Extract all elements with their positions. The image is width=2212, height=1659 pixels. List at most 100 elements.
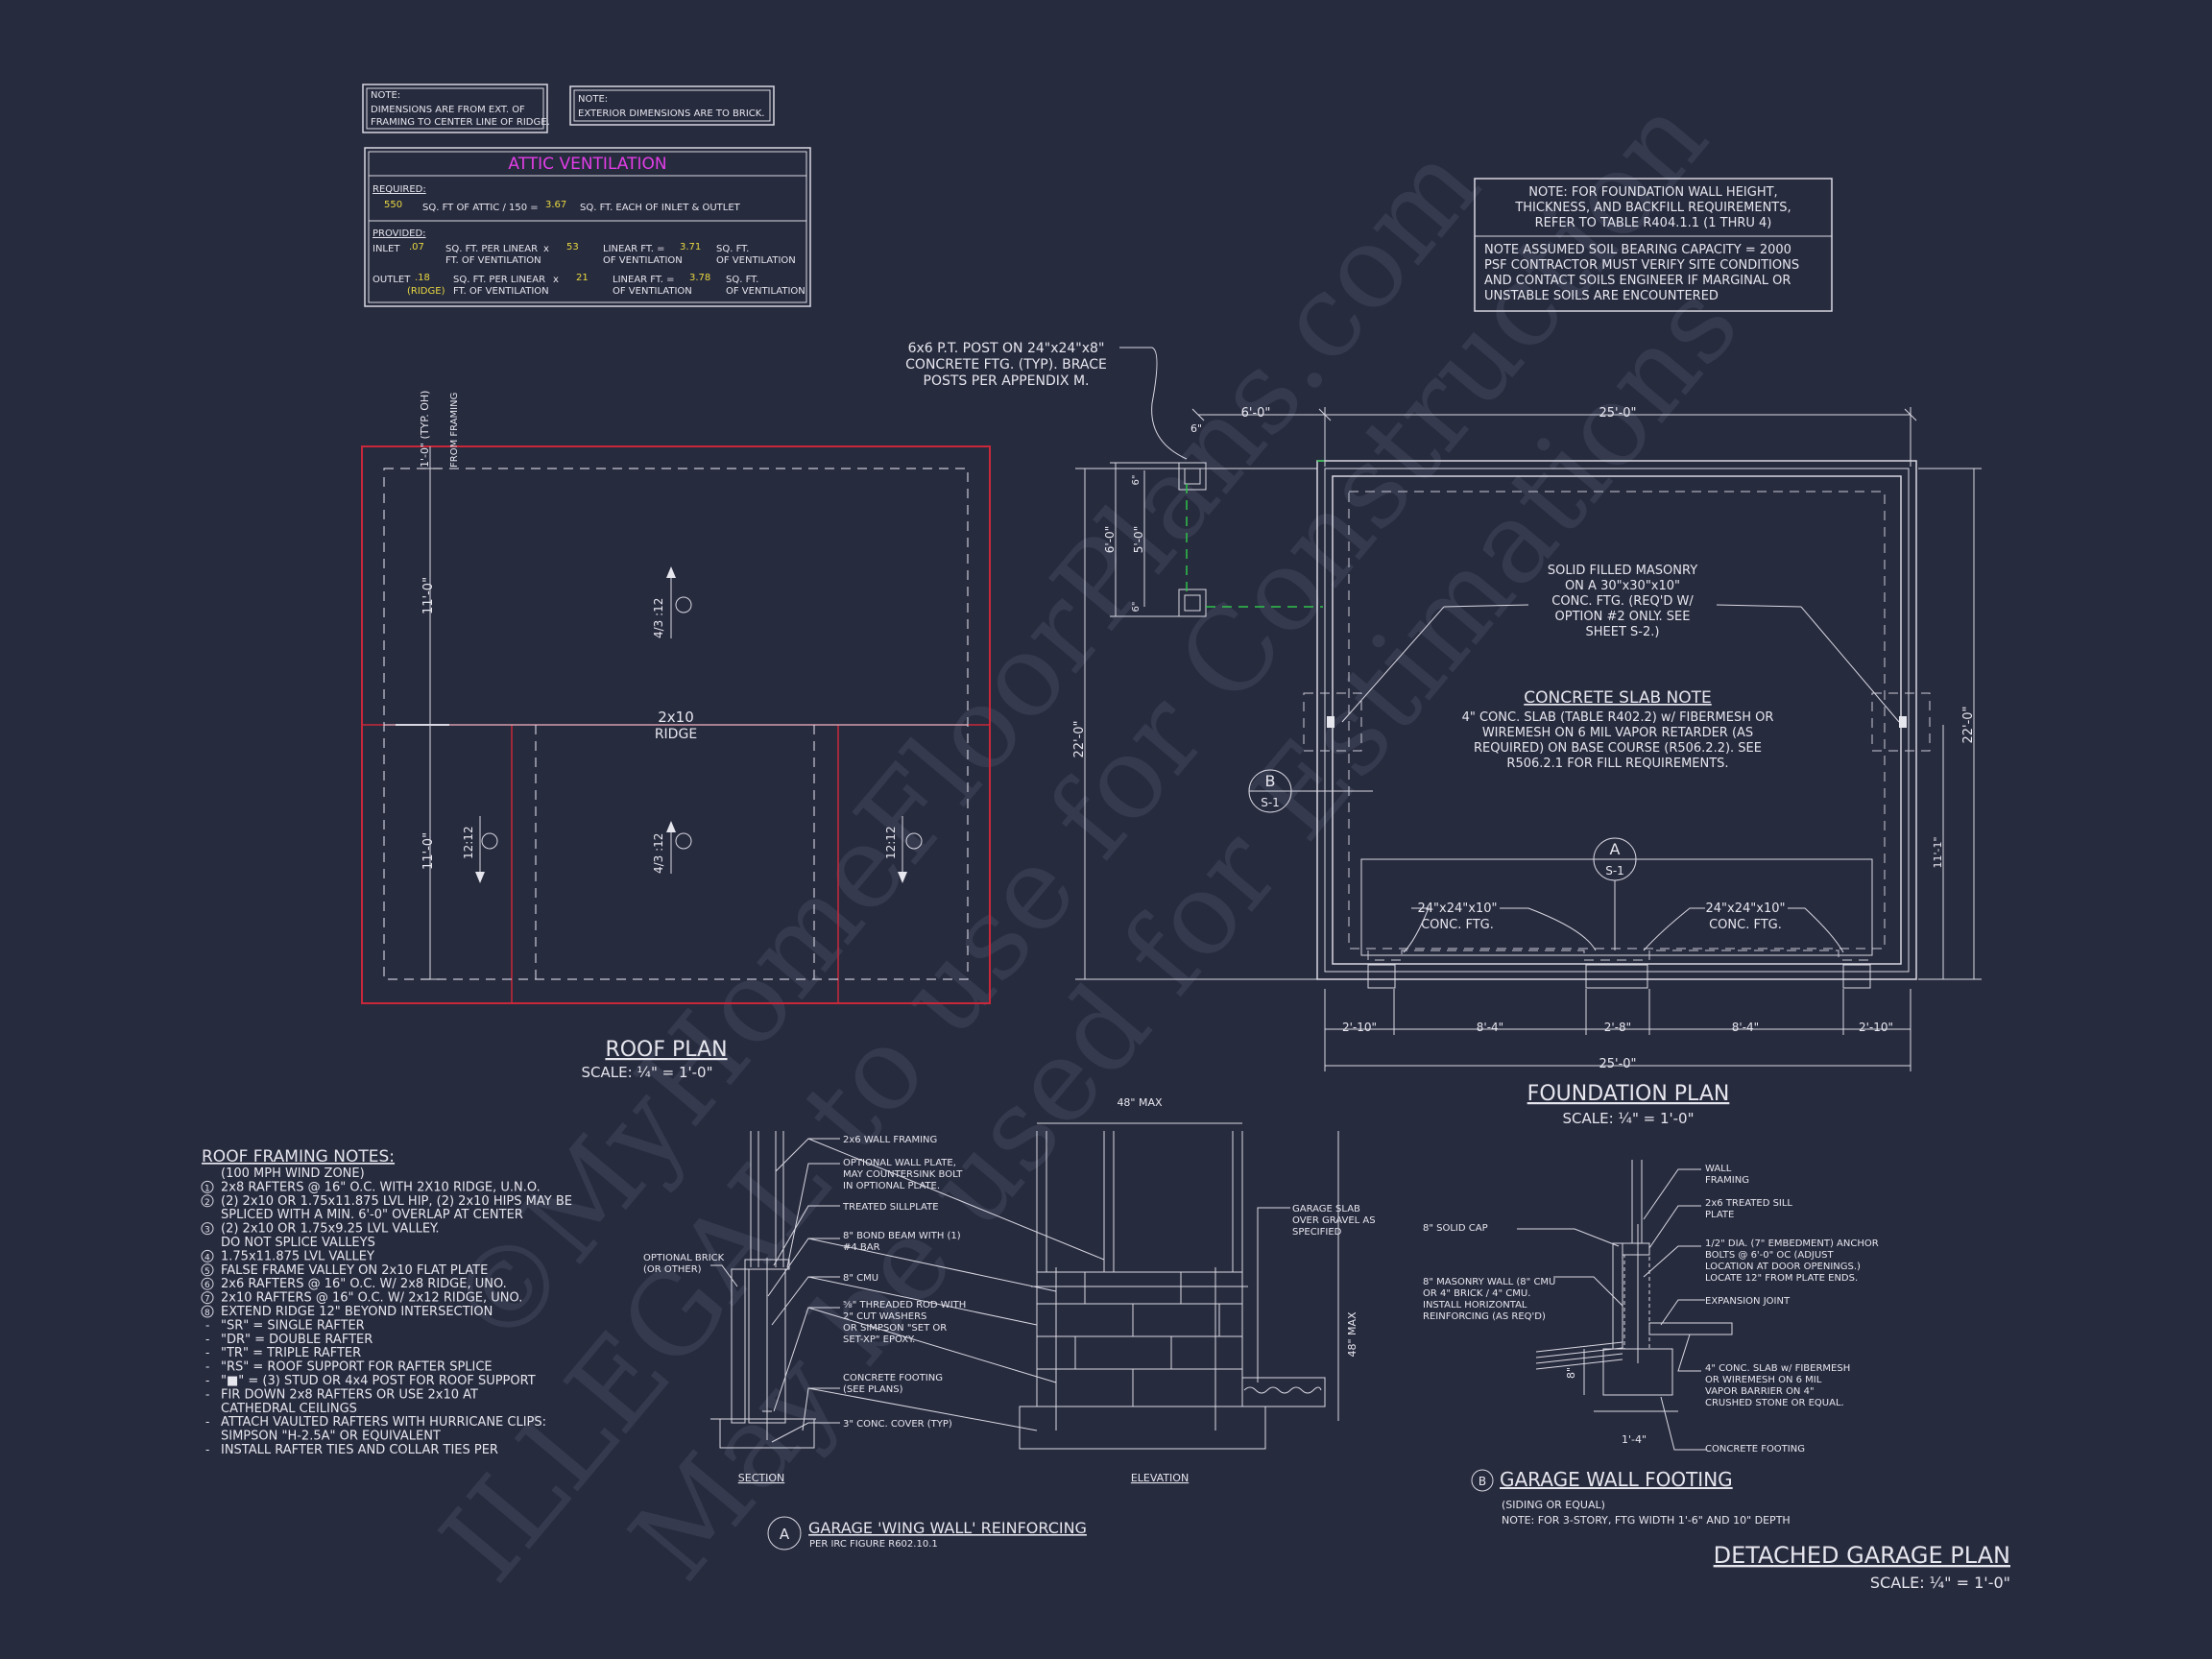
post-note-line3: POSTS PER APPENDIX M. <box>924 373 1090 389</box>
dim-22-right: 22'-0" <box>1961 706 1976 743</box>
foundation-height-line3: REFER TO TABLE R404.1.1 (1 THRU 4) <box>1535 216 1772 230</box>
footing-callout: PLATE <box>1705 1210 1734 1220</box>
attic-outlet-text2: FT. OF VENTILATION <box>453 286 549 297</box>
garage-slab-1: GARAGE SLAB <box>1292 1204 1360 1214</box>
attic-inlet-text5: SQ. FT. <box>716 244 749 254</box>
attic-inlet-len: 53 <box>566 242 579 252</box>
footing-callout: WALL <box>1705 1164 1732 1174</box>
note-marker: 1 <box>204 1184 210 1193</box>
roof-note-line: INSTALL RAFTER TIES AND COLLAR TIES PER <box>221 1443 498 1457</box>
note-marker: - <box>205 1333 209 1346</box>
ftg-right-1: 24"x24"x10" <box>1706 902 1786 916</box>
footing-callout: CONCRETE FOOTING <box>1705 1444 1805 1455</box>
slab-note-title: CONCRETE SLAB NOTE <box>1524 688 1712 708</box>
footing-callout: 4" CONC. SLAB w/ FIBERMESH <box>1705 1363 1850 1374</box>
attic-provided-label: PROVIDED: <box>373 228 426 239</box>
roof-note-line: "TR" = TRIPLE RAFTER <box>221 1346 361 1360</box>
masonry-note-1: SOLID FILLED MASONRY <box>1548 564 1697 578</box>
wing-wall-tag: A <box>780 1526 790 1543</box>
roof-note-line: 1.75x11.875 LVL VALLEY <box>221 1249 374 1263</box>
pitch-left: 12:12 <box>462 826 475 859</box>
note-marker: 4 <box>204 1253 210 1262</box>
wing-callout: TREATED SILLPLATE <box>842 1202 939 1213</box>
svg-text:x: x <box>543 244 549 254</box>
attic-req-text2: SQ. FT. EACH OF INLET & OUTLET <box>580 203 741 213</box>
footing-dim-8: 8" <box>1565 1367 1577 1379</box>
note-marker: - <box>205 1374 209 1387</box>
footing-callout: 8" SOLID CAP <box>1423 1223 1488 1234</box>
note-marker-circle <box>201 1249 214 1262</box>
roof-plan: 1'-0" (TYP. OH) FROM FRAMING 11'-0" 11'-… <box>361 391 991 1081</box>
note-marker: 6 <box>204 1281 210 1290</box>
tag-a-letter: A <box>1610 840 1621 858</box>
wing-wall-subtitle: PER IRC FIGURE R602.10.1 <box>809 1539 938 1550</box>
footing-callout: REINFORCING (AS REQ'D) <box>1423 1311 1546 1322</box>
pitch-arrow-center: 4/3 :12 <box>652 821 692 874</box>
soil-note-line1: NOTE ASSUMED SOIL BEARING CAPACITY = 200… <box>1484 243 1791 257</box>
wing-callout: #4 BAR <box>843 1242 880 1253</box>
wing-callout: 3" CONC. COVER (TYP) <box>843 1419 952 1430</box>
roof-note-line: SPLICED WITH A MIN. 6'-0" OVERLAP AT CEN… <box>221 1208 523 1222</box>
note-marker-circle <box>201 1305 214 1318</box>
garage-slab-3: SPECIFIED <box>1292 1227 1342 1238</box>
sheet-title-block: DETACHED GARAGE PLAN SCALE: ¼" = 1'-0" <box>1714 1542 2010 1592</box>
attic-outlet-text1: SQ. FT. PER LINEAR <box>453 275 545 285</box>
roof-plan-scale: SCALE: ¼" = 1'-0" <box>582 1064 713 1081</box>
roof-note-line: FALSE FRAME VALLEY ON 2x10 FLAT PLATE <box>221 1263 488 1278</box>
footing-callout: LOCATION AT DOOR OPENINGS.) <box>1705 1262 1861 1272</box>
foundation-plan-scale: SCALE: ¼" = 1'-0" <box>1563 1110 1695 1127</box>
attic-outlet-rate: .18 <box>415 273 430 283</box>
attic-ventilation-table: ATTIC VENTILATION REQUIRED: 550 SQ. FT O… <box>364 147 811 307</box>
dim-6in-c: 6" <box>1131 602 1142 613</box>
pitch-arrow-left: 12:12 <box>462 816 498 883</box>
note1-title: NOTE: <box>371 90 400 101</box>
wing-callout: (SEE PLANS) <box>843 1384 903 1395</box>
note2-line1: EXTERIOR DIMENSIONS ARE TO BRICK. <box>578 108 765 119</box>
dim-25-top: 25'-0" <box>1599 406 1636 421</box>
svg-text:x: x <box>553 275 559 285</box>
post-note-line1: 6x6 P.T. POST ON 24"x24"x8" <box>908 341 1105 356</box>
foundation-height-line1: NOTE: FOR FOUNDATION WALL HEIGHT, <box>1528 185 1777 200</box>
garage-slab-2: OVER GRAVEL AS <box>1292 1215 1376 1226</box>
roof-note-line: "■" = (3) STUD OR 4x4 POST FOR ROOF SUPP… <box>221 1374 536 1388</box>
dim-bottom-2: 8'-4" <box>1477 1021 1503 1034</box>
pitch-main: 4/3 :12 <box>652 598 665 638</box>
note-marker: 7 <box>204 1295 210 1305</box>
attic-outlet-text5: SQ. FT. <box>726 275 758 285</box>
footing-callout: EXPANSION JOINT <box>1705 1296 1791 1307</box>
footing-callout: CRUSHED STONE OR EQUAL. <box>1705 1398 1844 1408</box>
roof-note-line: "RS" = ROOF SUPPORT FOR RAFTER SPLICE <box>221 1360 493 1375</box>
roof-dim-lower: 11'-0" <box>421 832 436 870</box>
wing-callout: CONCRETE FOOTING <box>843 1373 943 1383</box>
soil-note-line4: UNSTABLE SOILS ARE ENCOUNTERED <box>1484 289 1719 303</box>
roof-note-line: CATHEDRAL CEILINGS <box>221 1402 357 1416</box>
note-marker-circle <box>201 1194 214 1208</box>
dim-6-0-v: 6'-0" <box>1103 526 1117 553</box>
note-marker: - <box>205 1415 209 1429</box>
ftg-right-2: CONC. FTG. <box>1709 918 1782 932</box>
roof-note-line: 2x6 RAFTERS @ 16" O.C. W/ 2x8 RIDGE, UNO… <box>221 1277 507 1291</box>
masonry-note-2: ON A 30"x30"x10" <box>1565 579 1680 593</box>
footing-callout: OR 4" BRICK / 4" CMU. <box>1423 1288 1530 1299</box>
wing-callout: IN OPTIONAL PLATE. <box>843 1181 940 1191</box>
foundation-plan: 6x6 P.T. POST ON 24"x24"x8" CONCRETE FTG… <box>905 341 1982 1127</box>
roof-note-line: (2) 2x10 OR 1.75x9.25 LVL VALLEY. <box>221 1222 439 1237</box>
roof-note-line: SIMPSON "H-2.5A" OR EQUIVALENT <box>221 1430 441 1444</box>
sheet-title: DETACHED GARAGE PLAN <box>1714 1542 2010 1569</box>
attic-inlet-text6: OF VENTILATION <box>716 255 796 266</box>
attic-inlet-text2: FT. OF VENTILATION <box>445 255 541 266</box>
wing-callout: MAY COUNTERSINK BOLT <box>843 1169 963 1180</box>
wing-callout: SET-XP" EPOXY. <box>843 1334 915 1345</box>
note-marker: - <box>205 1318 209 1332</box>
note-marker-circle <box>201 1263 214 1277</box>
footing-callout: LOCATE 12" FROM PLATE ENDS. <box>1705 1273 1858 1284</box>
masonry-note-5: SHEET S-2.) <box>1586 625 1660 639</box>
soil-note-line3: AND CONTACT SOILS ENGINEER IF MARGINAL O… <box>1484 274 1791 288</box>
note-marker: - <box>205 1346 209 1359</box>
dim-48-max: 48" MAX <box>1117 1096 1163 1109</box>
wing-callout: 2x6 WALL FRAMING <box>843 1135 937 1145</box>
